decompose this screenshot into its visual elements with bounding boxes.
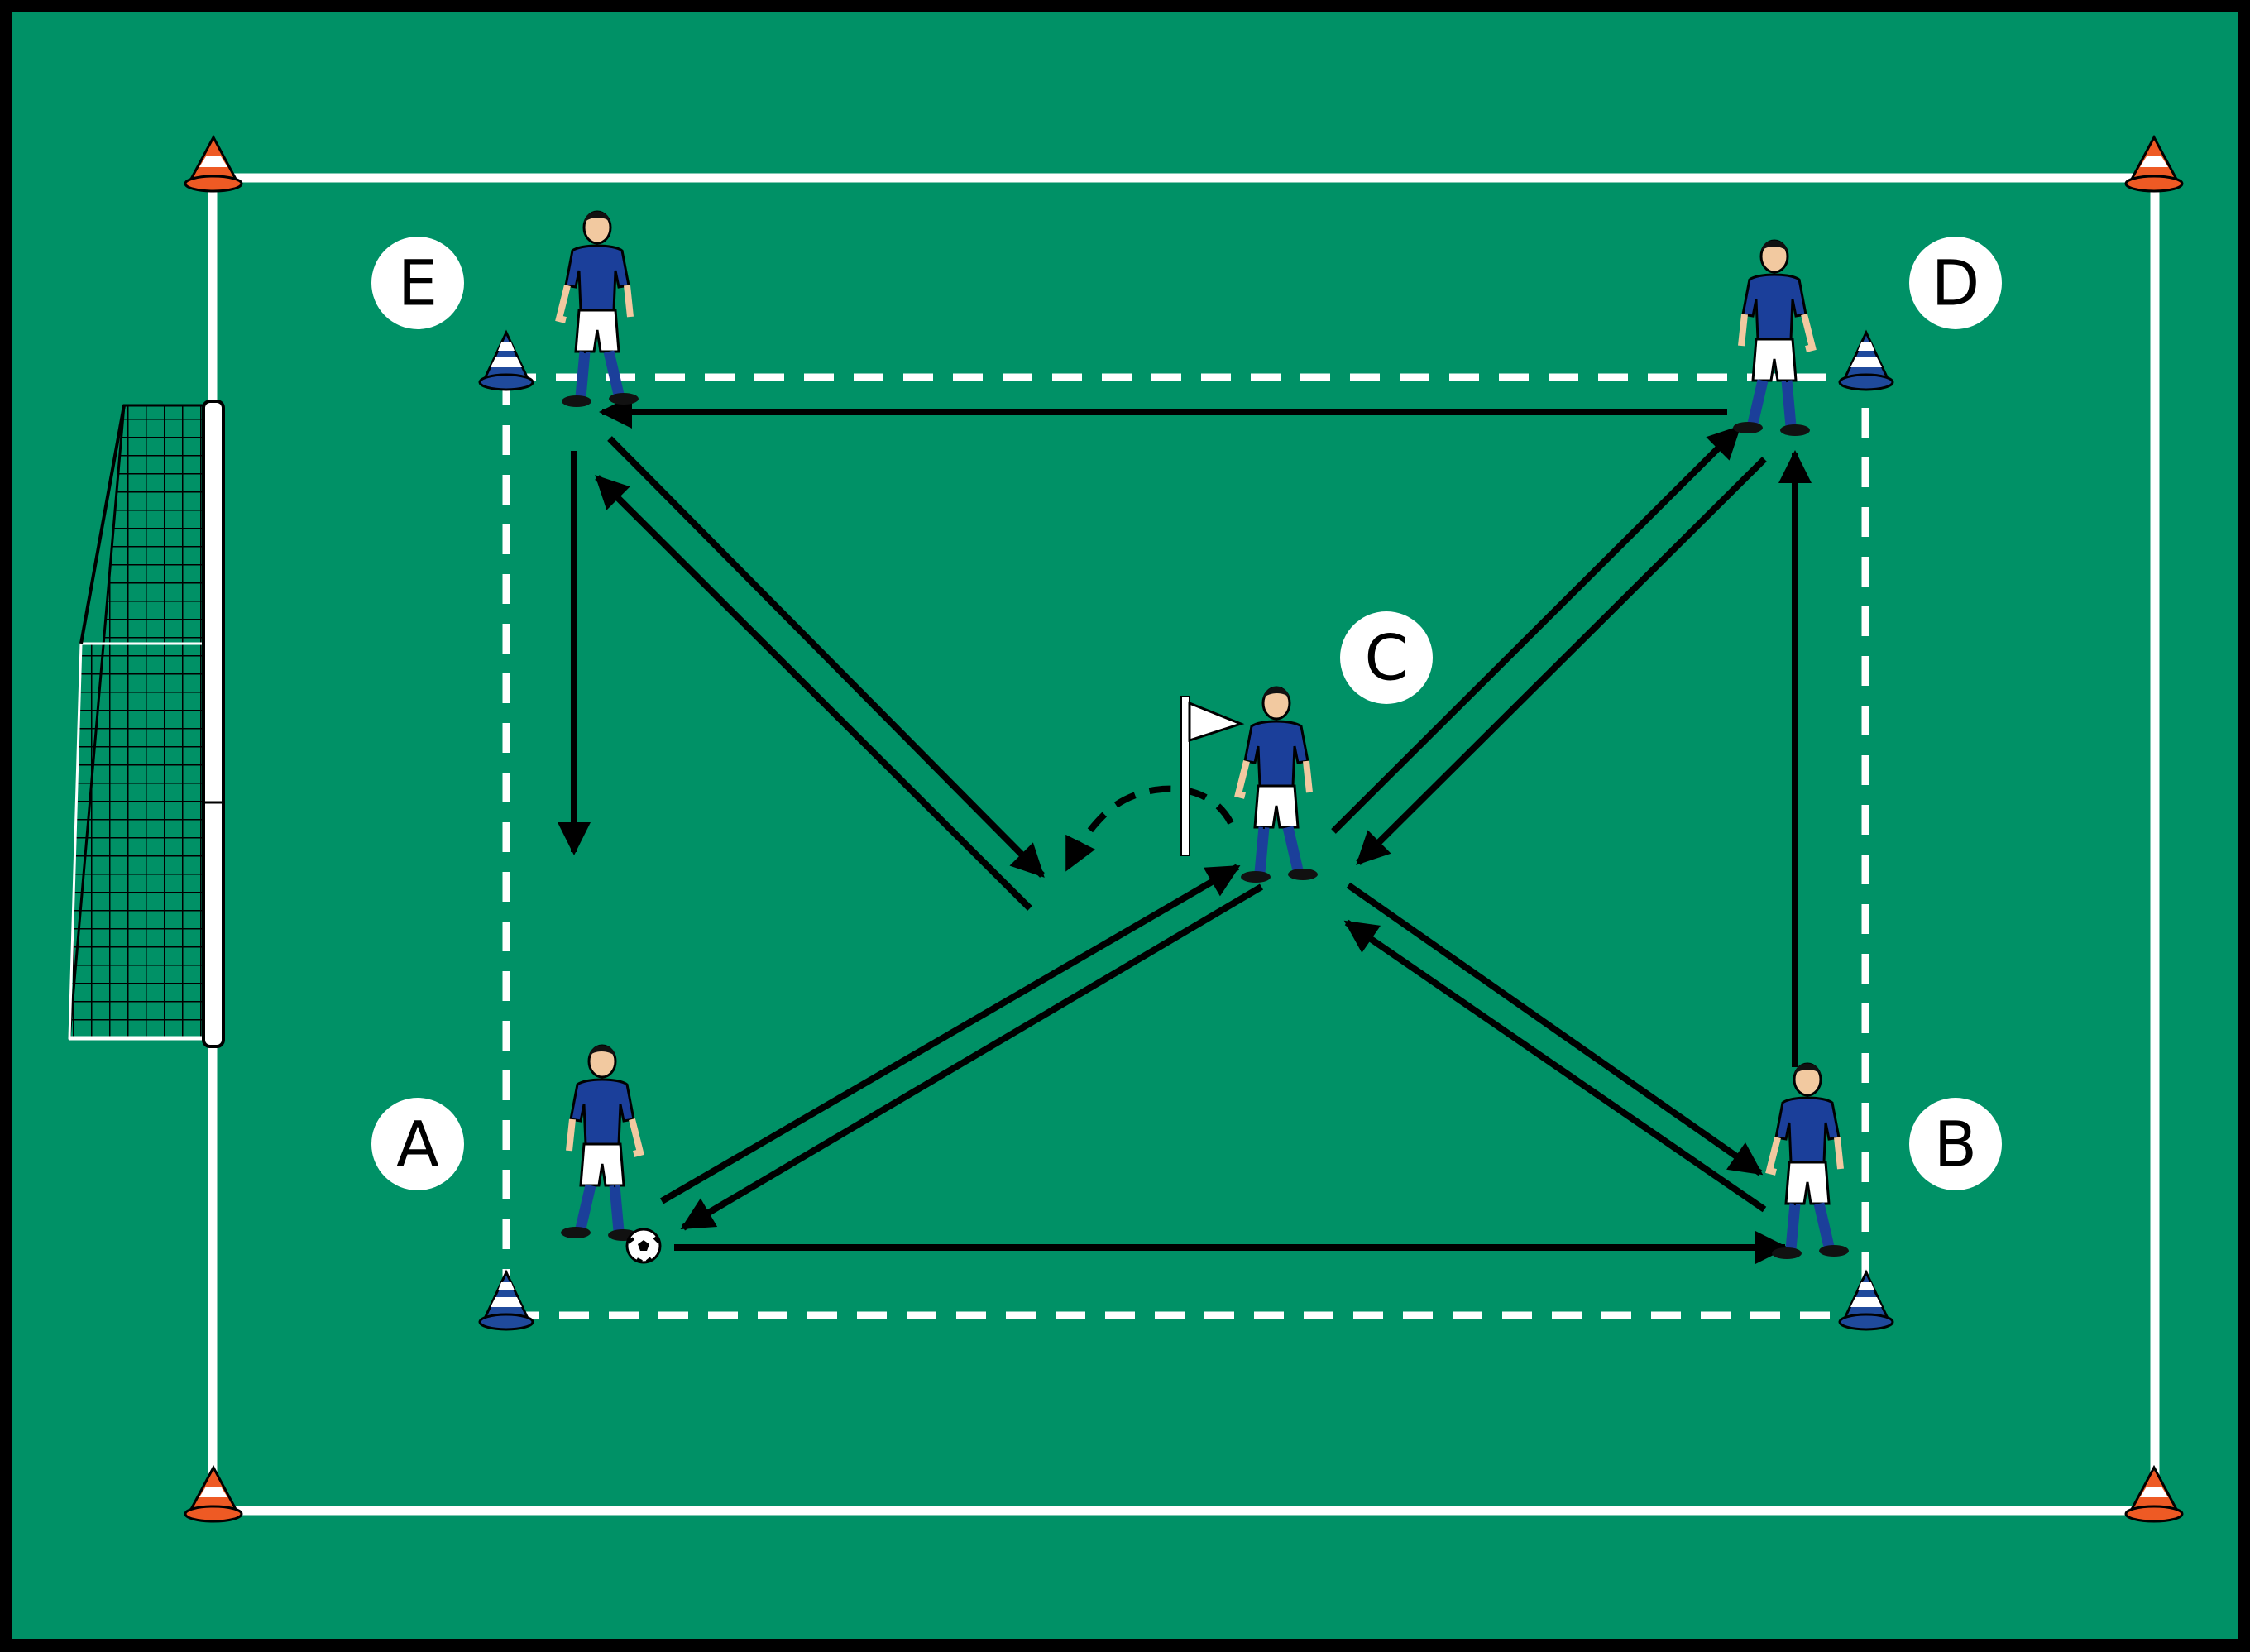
- marker-cone-icon: [478, 329, 534, 391]
- player-icon: [561, 1044, 644, 1241]
- svg-text:D: D: [1932, 247, 1980, 320]
- arrow-c-to-e: [595, 475, 1032, 911]
- player-icon: [1234, 686, 1318, 883]
- player-icon: [555, 210, 639, 407]
- arrow-a-to-c: [659, 864, 1241, 1204]
- inner-dashed-square: [502, 373, 1869, 1319]
- movement-arrows: [558, 395, 1812, 1264]
- station-label-d: D: [1909, 237, 2002, 329]
- soccer-ball-icon: [625, 1228, 662, 1264]
- svg-text:A: A: [396, 1108, 439, 1181]
- arrow-c-to-d: [1331, 425, 1741, 834]
- station-label-e: E: [371, 237, 464, 329]
- arrow-c-to-b: [1346, 882, 1764, 1176]
- svg-text:B: B: [1934, 1108, 1977, 1181]
- arrow-b-to-c: [1343, 919, 1767, 1213]
- arrow-dribble-around-flag: [1064, 785, 1234, 872]
- traffic-cone-icon: [184, 134, 243, 193]
- traffic-cone-icon: [2124, 134, 2184, 193]
- pitch: [12, 12, 2238, 1639]
- player-icon: [1765, 1062, 1849, 1259]
- marker-cone-icon: [1838, 1269, 1894, 1331]
- station-label-b: B: [1909, 1098, 2002, 1190]
- arrow-e-to-c: [607, 436, 1045, 878]
- arrow-d-to-c: [1356, 457, 1767, 865]
- arrow-c-to-a: [680, 883, 1264, 1231]
- marker-cone-icon: [478, 1269, 534, 1331]
- player-icon: [1733, 239, 1817, 436]
- traffic-cone-icon: [2124, 1464, 2184, 1523]
- station-label-c: C: [1340, 611, 1433, 704]
- corner-flag-icon: [1180, 696, 1245, 856]
- traffic-cone-icon: [184, 1464, 243, 1523]
- station-label-a: A: [371, 1098, 464, 1190]
- marker-cone-icon: [1838, 329, 1894, 391]
- svg-text:E: E: [398, 247, 438, 320]
- svg-text:C: C: [1364, 621, 1408, 695]
- goal-net-icon: [68, 400, 225, 1048]
